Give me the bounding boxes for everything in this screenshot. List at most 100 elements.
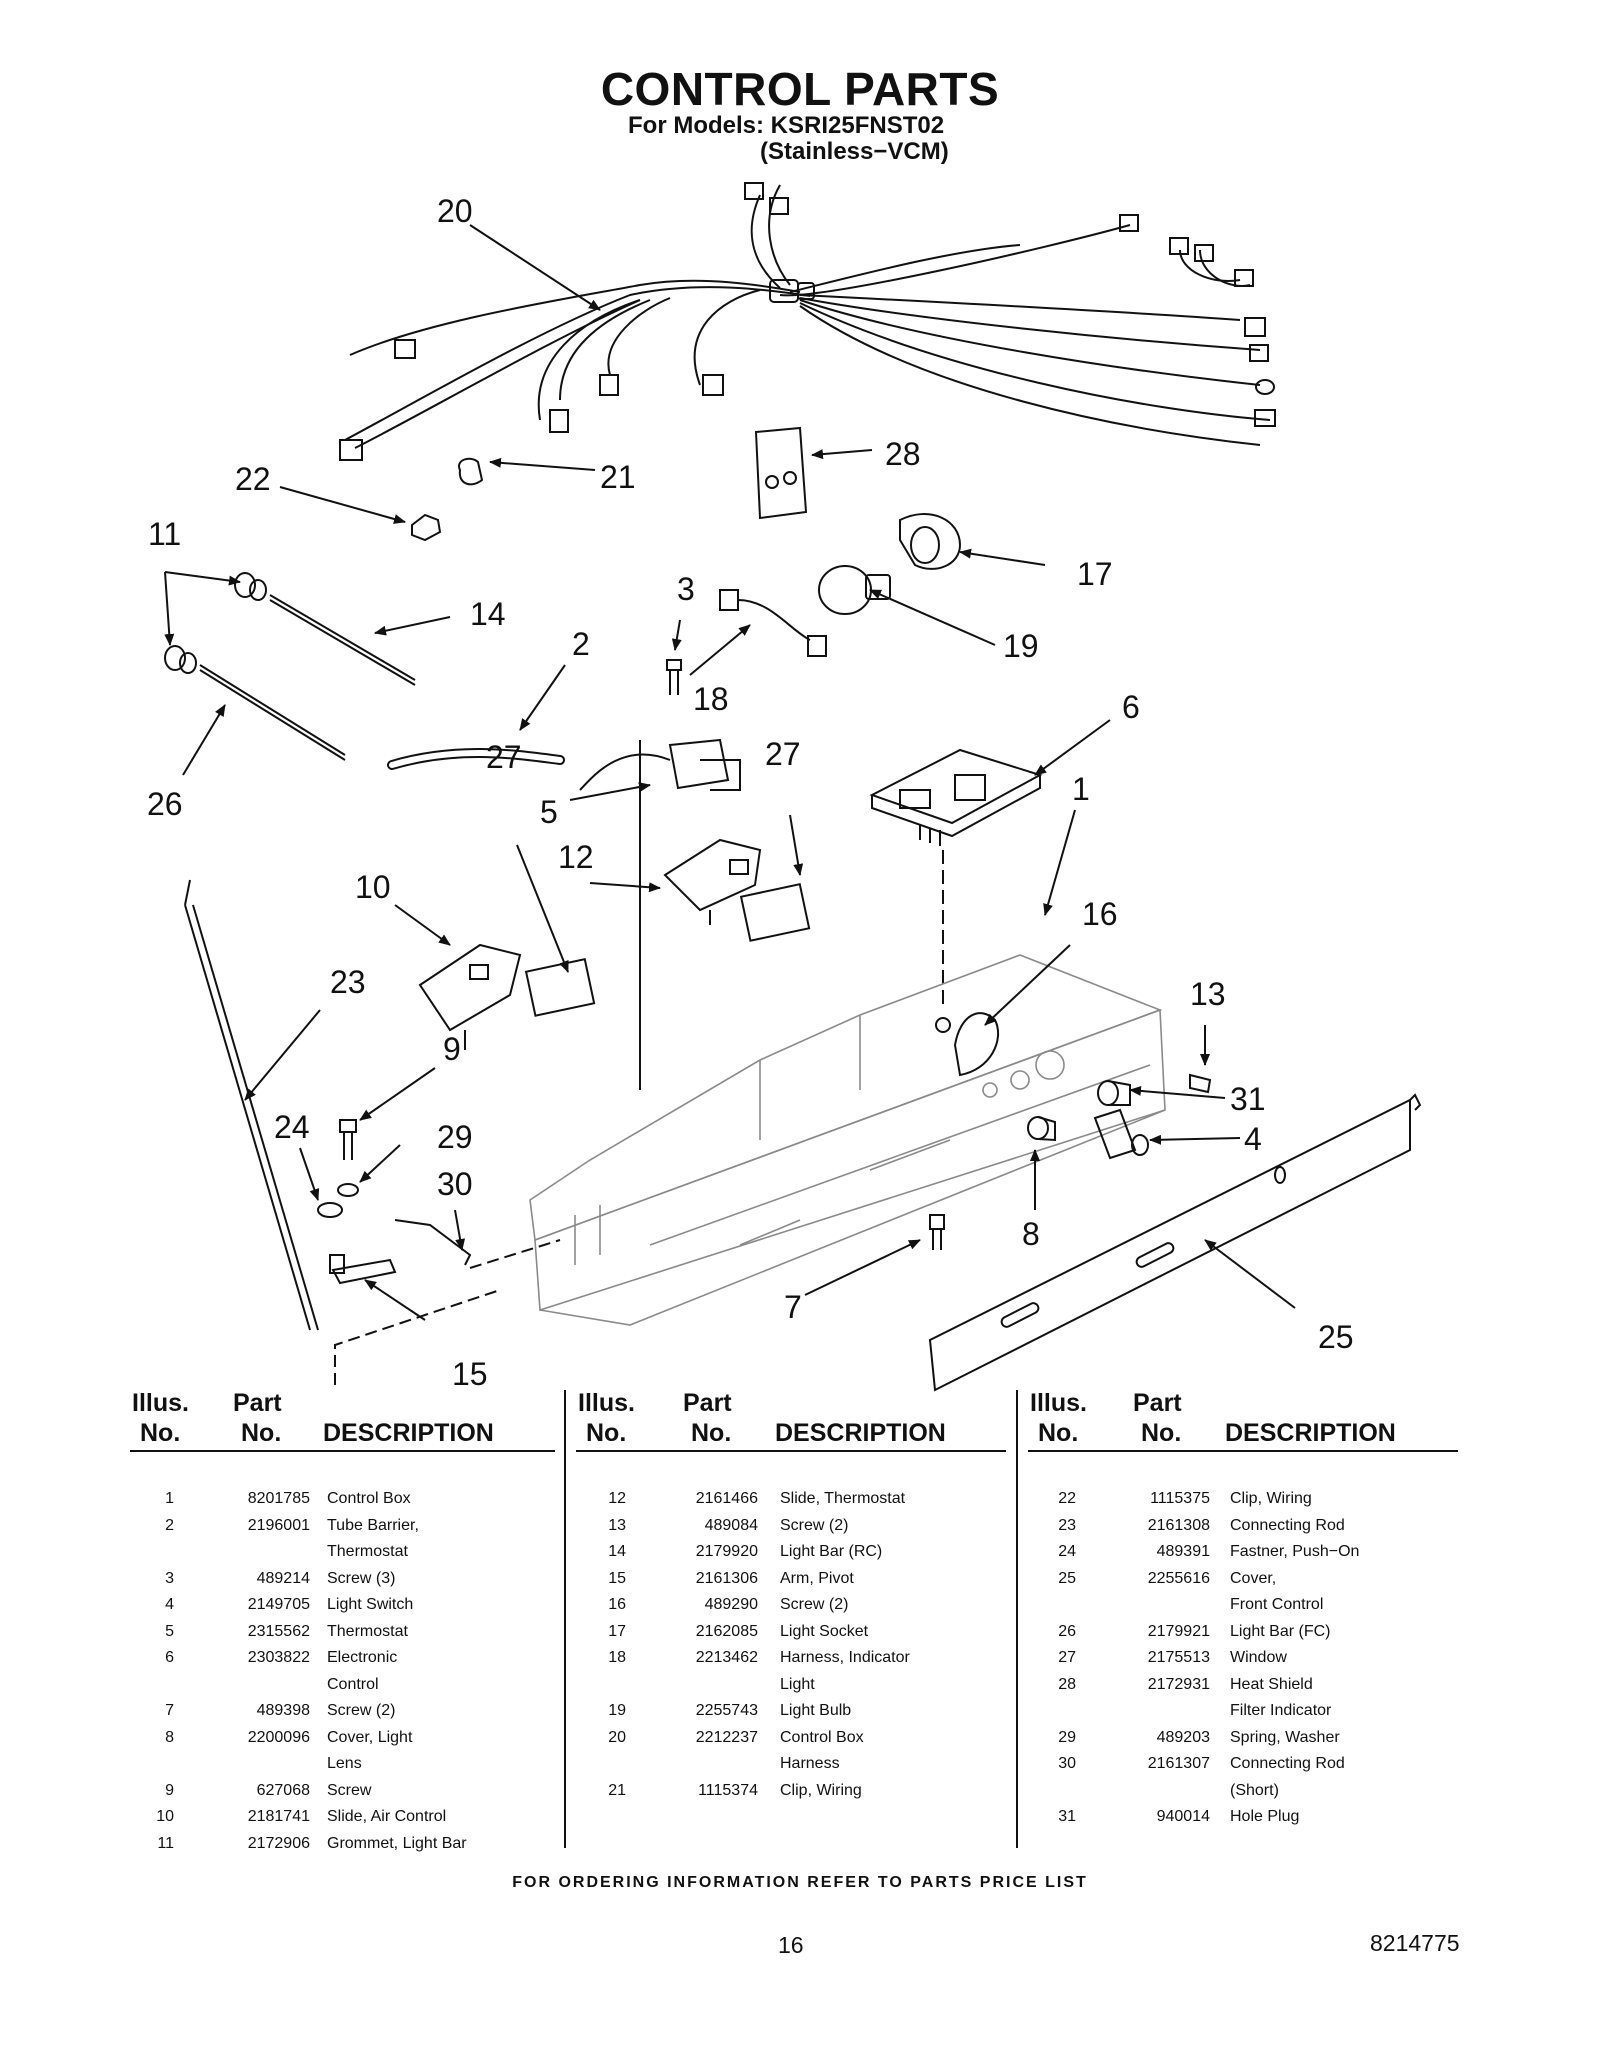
illus-number: 20 [608,1728,626,1746]
hole-plug-part-31 [1097,1080,1131,1106]
part-description: Screw (3) [327,1569,396,1587]
part-description: Connecting Rod [1230,1516,1345,1534]
part-description: Electronic [327,1649,398,1666]
part-number: 2149705 [247,1596,310,1613]
part-number: 940014 [1156,1808,1210,1825]
illus-number: 29 [1058,1728,1076,1746]
col1-header-rule [130,1450,555,1452]
part-description: Filter Indicator [1230,1702,1332,1719]
window-part-27-right [739,883,811,942]
part-description: Hole Plug [1230,1808,1300,1825]
part-number: 2179921 [1147,1622,1210,1640]
screw-part-3 [666,659,682,695]
part-number: 2179920 [695,1543,758,1560]
screw-part-7 [929,1214,945,1250]
illus-number: 12 [608,1490,626,1507]
illus-number: 6 [165,1649,174,1666]
screw-part-13 [1189,1073,1212,1094]
part-description: Clip, Wiring [780,1781,862,1799]
exploded-parts-diagram: 2021222811143171918226652727121011623139… [147,182,1422,1392]
callout-17: 17 [1077,556,1113,592]
part-number: 2161308 [1147,1516,1210,1534]
callout-20: 20 [437,193,473,229]
part-number: 2172931 [1147,1675,1210,1693]
illus-number: 3 [165,1569,174,1587]
models-variant: (Stainless−VCM) [760,138,949,165]
window-part-27-left [524,958,596,1017]
part-description: Front Control [1230,1596,1324,1613]
part-number: 489398 [256,1702,310,1719]
fastener-part-24 [317,1202,343,1218]
illus-number: 28 [1058,1675,1076,1693]
part-description: Screw [327,1781,372,1799]
connecting-rod-short-part-30 [394,1219,472,1266]
part-description: Cover, Light [327,1728,413,1746]
part-number: 2200096 [247,1728,310,1746]
part-description: Screw (2) [780,1596,849,1613]
column-divider-1 [564,1390,566,1848]
part-description: Light Bar (FC) [1230,1622,1331,1640]
callout-29: 29 [437,1119,473,1155]
part-number: 2161307 [1147,1755,1210,1772]
callout-28: 28 [885,436,921,472]
part-description: Connecting Rod [1230,1755,1345,1772]
connecting-rod-part-23 [184,879,319,1331]
part-number: 489391 [1156,1543,1210,1560]
part-number: 2315562 [247,1622,310,1640]
part-description: Cover, [1230,1569,1277,1587]
part-description: Arm, Pivot [780,1569,854,1587]
col1-header-illus: Illus.No. [132,1389,189,1447]
illus-number: 9 [165,1781,174,1799]
part-number: 627068 [256,1781,310,1799]
part-number: 1115374 [698,1781,758,1799]
callout-11: 11 [148,516,181,552]
part-number: 2212237 [695,1728,758,1746]
part-description: Light Switch [327,1596,414,1613]
part-number: 2161306 [695,1569,758,1587]
callout-15: 15 [452,1356,488,1392]
thermostat-slide-part-12 [663,838,762,925]
illus-number: 5 [165,1622,174,1640]
light-lens-cover-part-8 [1027,1116,1056,1142]
part-description: Harness [780,1755,840,1772]
air-control-slide-part-10 [418,943,522,1050]
part-description: Light [780,1675,815,1693]
control-box-part-1 [529,954,1166,1326]
wiring-clip-part-21 [458,457,484,486]
callout-10: 10 [355,869,391,905]
part-description: Fastner, Push−On [1230,1543,1360,1560]
callout-9: 9 [443,1031,461,1067]
heat-shield-part-28 [754,426,808,520]
callout-19: 19 [1003,628,1039,664]
part-number: 2255616 [1147,1569,1210,1587]
callout-6: 6 [1122,689,1140,725]
callout-2: 2 [572,626,590,662]
callout-1: 1 [1072,771,1090,807]
illus-number: 15 [608,1569,626,1587]
illus-number: 14 [608,1543,626,1560]
illus-number: 13 [608,1516,626,1534]
illus-number: 1 [165,1490,174,1507]
column-divider-2 [1016,1390,1018,1848]
wiring-clip-part-22 [411,513,442,542]
illus-number: 24 [1058,1543,1076,1560]
part-description: Grommet, Light Bar [327,1834,467,1852]
part-number: 1115375 [1150,1490,1210,1507]
harness-part-20 [339,182,1276,461]
part-description: Control Box [327,1490,411,1507]
illus-number: 22 [1058,1490,1076,1507]
part-description: Slide, Thermostat [780,1490,906,1507]
part-description: Clip, Wiring [1230,1490,1312,1507]
part-description: Control Box [780,1728,864,1746]
part-description: Screw (2) [327,1702,396,1719]
part-description: Light Socket [780,1622,869,1640]
callout-25: 25 [1318,1319,1354,1355]
callout-26: 26 [147,786,183,822]
callout-13: 13 [1190,976,1226,1012]
callout-24: 24 [274,1109,310,1145]
thermostat-part-5 [579,738,741,791]
spring-washer-part-29 [337,1183,359,1197]
light-switch-part-4 [1093,1108,1149,1160]
